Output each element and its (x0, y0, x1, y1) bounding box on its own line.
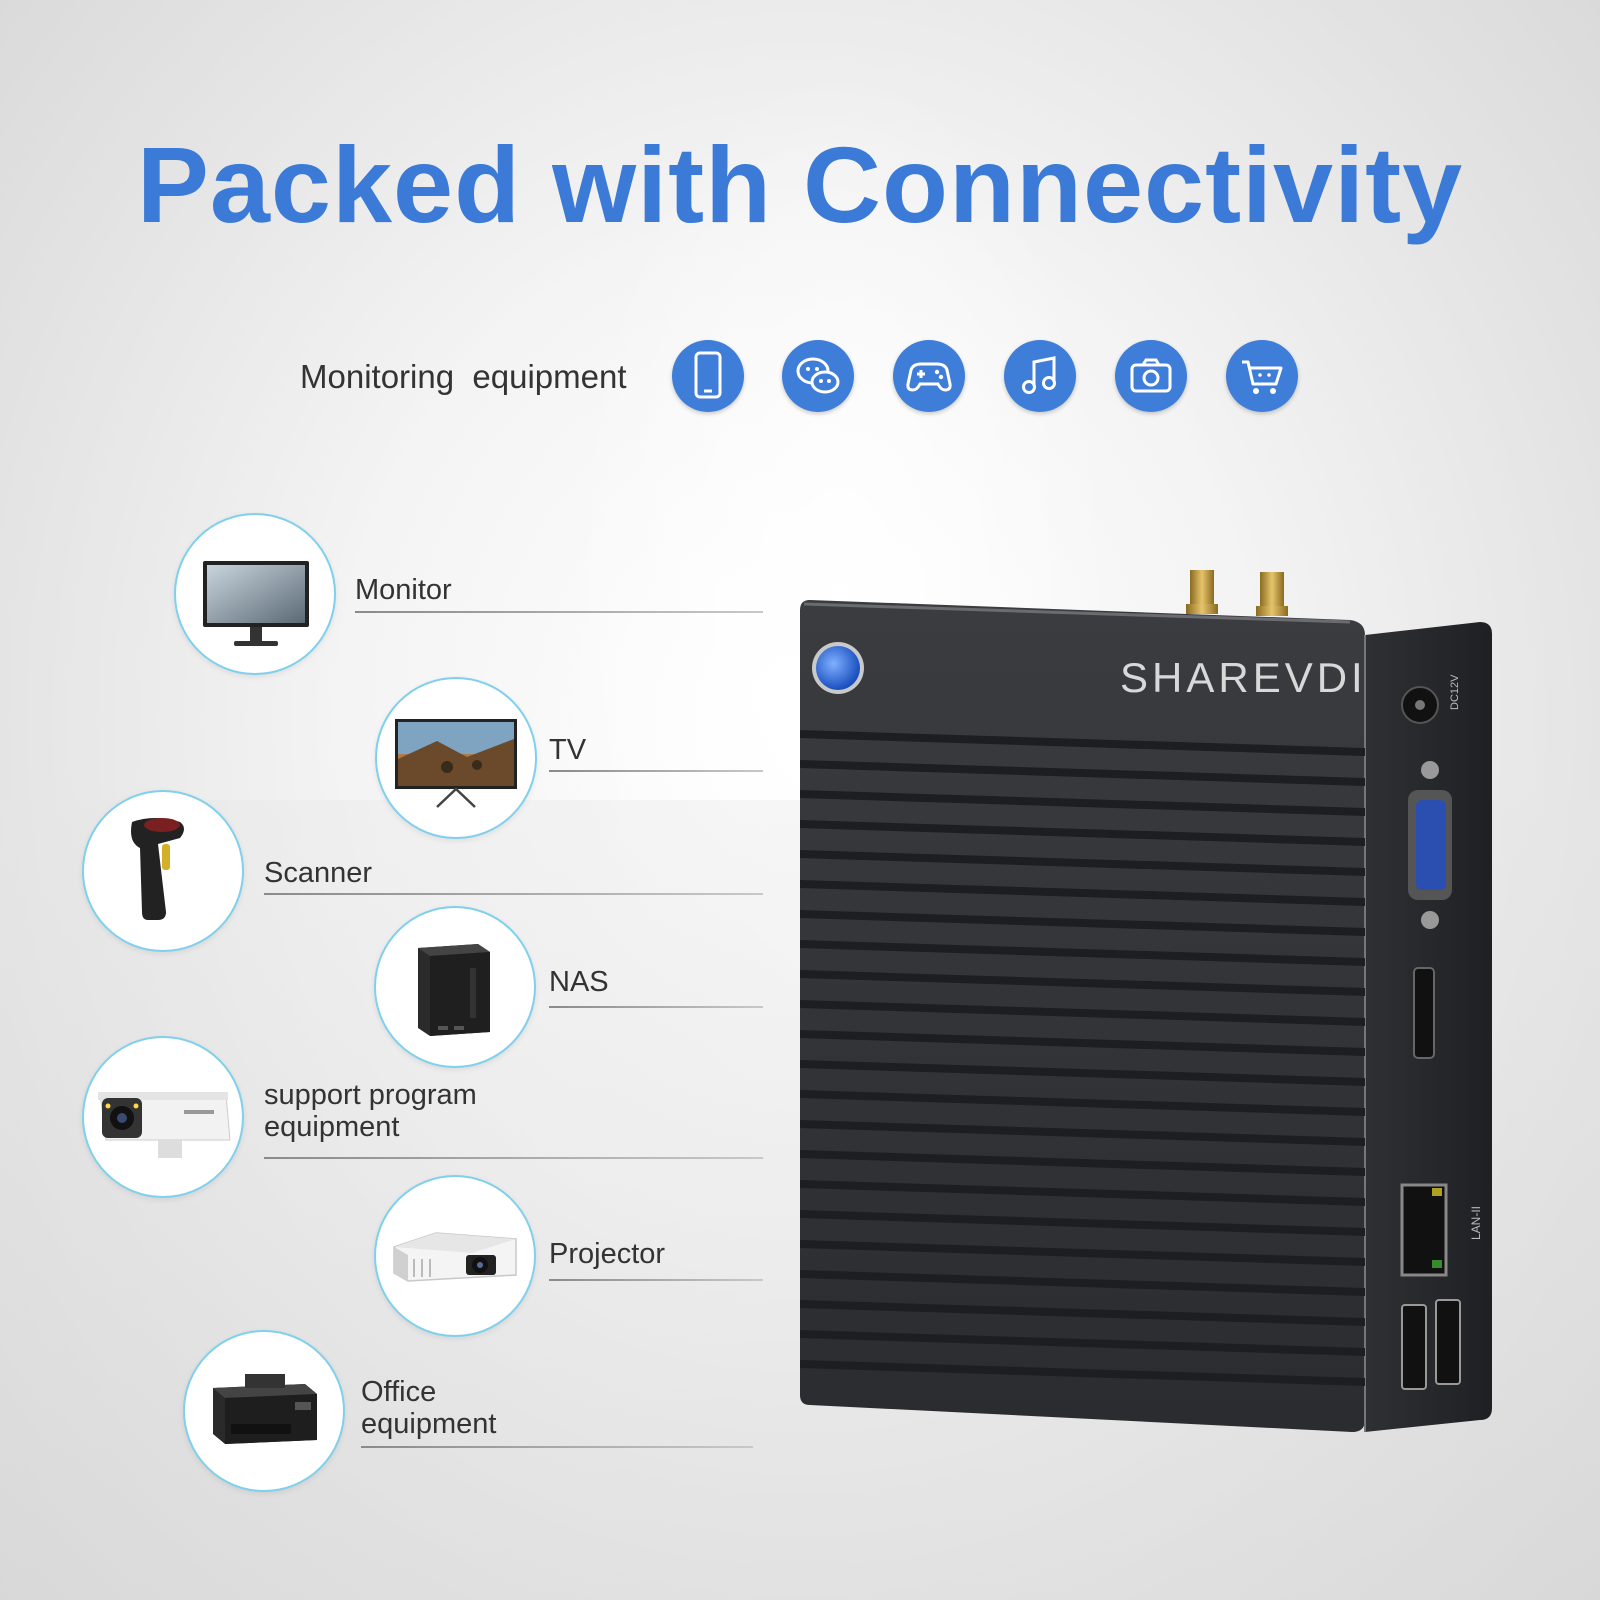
nas-image (374, 906, 536, 1068)
chat-icon (782, 340, 854, 412)
device-label-support-program: support program equipment (264, 1079, 477, 1143)
nas-icon (418, 944, 490, 1036)
music-icon (1004, 340, 1076, 412)
scanner-icon (131, 818, 184, 920)
cctv-camera-image (82, 1036, 244, 1198)
device-label-office: Office equipment (361, 1376, 497, 1440)
apps-label: Monitoring equipment (300, 358, 627, 395)
scanner-image (82, 790, 244, 952)
printer-icon (213, 1374, 317, 1444)
mini-pc-image: SHAREVDI D (790, 560, 1530, 1460)
camera-icon (1115, 340, 1187, 412)
printer-image (183, 1330, 345, 1492)
cart-icon (1226, 340, 1298, 412)
device-line-projector (549, 1279, 763, 1281)
device-line-support-program (264, 1157, 763, 1159)
device-label-projector: Projector (549, 1238, 666, 1270)
brand-text: SHAREVDI (1120, 654, 1367, 701)
projector-icon (393, 1232, 517, 1282)
lan-label: LAN-II (1469, 1206, 1483, 1240)
tv-icon (395, 719, 517, 808)
phone-icon (672, 340, 744, 412)
device-line-tv (549, 770, 763, 772)
monitor-icon (203, 561, 309, 646)
device-label-nas: NAS (549, 966, 609, 998)
camera-cctv-icon (98, 1092, 231, 1158)
page-title: Packed with Connectivity (136, 124, 1464, 245)
device-label-tv: TV (549, 734, 587, 766)
dc-label: DC12V (1449, 674, 1461, 710)
monitor-image (174, 513, 336, 675)
gamepad-icon (893, 340, 965, 412)
device-line-nas (549, 1006, 763, 1008)
device-label-monitor: Monitor (355, 574, 452, 606)
device-line-monitor (355, 611, 763, 613)
device-line-scanner (264, 893, 763, 895)
device-line-office (361, 1446, 753, 1448)
projector-image (374, 1175, 536, 1337)
tv-image (375, 677, 537, 839)
device-label-scanner: Scanner (264, 857, 373, 889)
